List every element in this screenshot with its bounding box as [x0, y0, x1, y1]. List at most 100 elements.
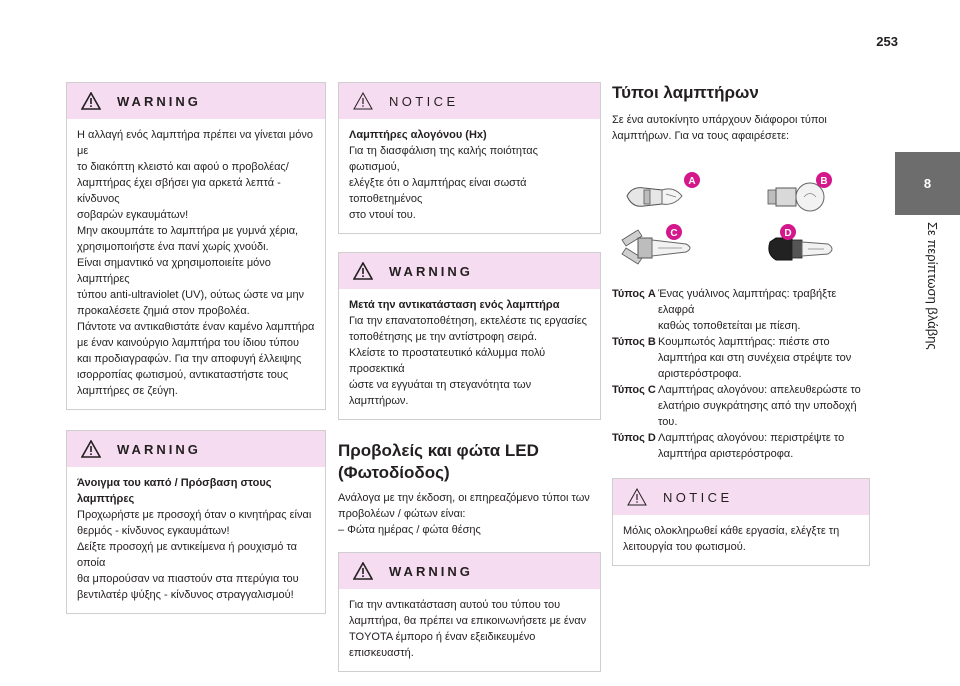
bulb-label-c: C	[670, 228, 677, 239]
line: Κουμπωτός λαμπτήρας: πιέστε στο	[658, 336, 830, 348]
bulb-type-b-image: B	[767, 172, 832, 212]
notice-triangle-icon	[353, 92, 373, 110]
bulb-type-row: Τύπος C Λαμπτήρας αλογόνου: απελευθερώστ…	[612, 382, 870, 430]
line: λαμπτήρα, θα πρέπει να επικοινωνήσετε με…	[349, 615, 587, 627]
warning-header: WARNING	[339, 253, 600, 289]
line: Λαμπτήρας αλογόνου: περιστρέψτε το	[658, 432, 845, 444]
line: λαμπτήρα και στη συνέχεια στρέψτε τον	[658, 352, 852, 364]
line: ισορροπίας φωτισμού, αντικαταστήστε τους	[77, 369, 289, 381]
section-line: προβολέων / φώτων είναι:	[338, 508, 466, 520]
section-heading: Προβολείς και φώτα LED(Φωτοδίοδος)	[338, 440, 601, 484]
notice-box-check-lighting: NOTICE Μόλις ολοκληρωθεί κάθε εργασία, ε…	[612, 478, 870, 566]
line: ελέγξτε ότι ο λαμπτήρας είναι σωστά τοπο…	[349, 177, 527, 205]
warning-triangle-icon	[81, 92, 101, 110]
warning-box-led: WARNING Για την αντικατάσταση αυτού του …	[338, 552, 601, 672]
bulb-label-d: D	[784, 228, 791, 239]
line: Για την επανατοποθέτηση, εκτελέστε τις ε…	[349, 315, 587, 327]
bulb-type-a-image: A	[626, 172, 700, 207]
line: ελατήριο συγκράτησης από την υποδοχή	[658, 400, 857, 412]
warning-header: WARNING	[67, 431, 325, 467]
notice-header: NOTICE	[613, 479, 869, 515]
warning-label: WARNING	[117, 441, 201, 457]
line: τοποθέτησης με την αντίστροφη σειρά.	[349, 331, 538, 343]
notice-triangle-icon	[627, 488, 647, 506]
type-description: Λαμπτήρας αλογόνου: απελευθερώστε το ελα…	[658, 382, 870, 430]
type-label: Τύπος D	[612, 432, 656, 444]
chapter-number: 8	[923, 176, 932, 191]
bulb-label-a: A	[688, 176, 695, 187]
notice-title: Λαμπτήρες αλογόνου (Hx)	[349, 129, 487, 141]
chapter-label: Σε περίπτωση βλάβης	[908, 222, 948, 462]
line: λειτουργία του φωτισμού.	[623, 541, 746, 553]
notice-body: Λαμπτήρες αλογόνου (Hx) Για τη διασφάλισ…	[339, 119, 600, 233]
line: Ένας γυάλινος λαμπτήρας: τραβήξτε ελαφρά	[658, 288, 837, 316]
chapter-tab[interactable]: 8	[895, 152, 960, 215]
line: TOYOTA έμπορο ή έναν εξειδικευμένο επισκ…	[349, 631, 536, 659]
warning-box-bonnet: WARNING Άνοιγμα του καπό / Πρόσβαση στου…	[66, 430, 326, 614]
notice-box-halogen: NOTICE Λαμπτήρες αλογόνου (Hx) Για τη δι…	[338, 82, 601, 234]
warning-label: WARNING	[117, 93, 201, 109]
notice-label: NOTICE	[389, 93, 459, 109]
warning-triangle-icon	[353, 262, 373, 280]
warning-title: Μετά την αντικατάσταση ενός λαμπτήρα	[349, 299, 560, 311]
warning-box-bulb-change: WARNING Η αλλαγή ενός λαμπτήρα πρέπει να…	[66, 82, 326, 410]
type-description: Κουμπωτός λαμπτήρας: πιέστε στο λαμπτήρα…	[658, 334, 870, 382]
line: με έναν καινούργιο λαμπτήρα του ίδιου τύ…	[77, 337, 300, 349]
warning-body: Μετά την αντικατάσταση ενός λαμπτήρα Για…	[339, 289, 600, 419]
bulb-type-row: Τύπος A Ένας γυάλινος λαμπτήρας: τραβήξτ…	[612, 286, 870, 334]
warning-triangle-icon	[353, 562, 373, 580]
line: Για τη διασφάλιση της καλής ποιότητας φω…	[349, 145, 538, 173]
notice-header: NOTICE	[339, 83, 600, 119]
bulb-label-b: B	[820, 176, 827, 187]
warning-label: WARNING	[389, 263, 473, 279]
warning-header: WARNING	[339, 553, 600, 589]
line: του.	[658, 416, 678, 428]
column-1: WARNING Η αλλαγή ενός λαμπτήρα πρέπει να…	[66, 82, 326, 628]
line: Κλείστε το προστατευτικό κάλυμμα πολύ πρ…	[349, 347, 546, 375]
bulb-illustrations: A B C D	[612, 158, 870, 278]
line: λαμπτήρας έχει σβήσει για αρκετά λεπτά -…	[77, 177, 281, 205]
line: Είναι σημαντικό να χρησιμοποιείτε μόνο λ…	[77, 257, 271, 285]
type-label: Τύπος B	[612, 336, 656, 348]
bulb-types-list: Τύπος A Ένας γυάλινος λαμπτήρας: τραβήξτ…	[612, 286, 870, 462]
column-2: NOTICE Λαμπτήρες αλογόνου (Hx) Για τη δι…	[338, 82, 601, 686]
line: θερμός - κίνδυνος εγκαυμάτων!	[77, 525, 230, 537]
intro-line: Σε ένα αυτοκίνητο υπάρχουν διάφοροι τύπο…	[612, 114, 827, 126]
line: θα μπορούσαν να πιαστούν στα πτερύγια το…	[77, 573, 299, 585]
bulb-type-d-image: D	[768, 224, 833, 261]
intro-line: λαμπτήρων. Για να τους αφαιρέσετε:	[612, 130, 790, 142]
line: χρησιμοποιήστε ένα πανί χωρίς χνούδι.	[77, 241, 269, 253]
line: σοβαρών εγκαυμάτων!	[77, 209, 189, 221]
bulb-type-row: Τύπος D Λαμπτήρας αλογόνου: περιστρέψτε …	[612, 430, 870, 462]
led-section: Προβολείς και φώτα LED(Φωτοδίοδος) Ανάλο…	[338, 440, 601, 538]
line: το διακόπτη κλειστό και αφού ο προβολέας…	[77, 161, 289, 173]
warning-body: Άνοιγμα του καπό / Πρόσβαση στους λαμπτή…	[67, 467, 325, 613]
line: Λαμπτήρας αλογόνου: απελευθερώστε το	[658, 384, 861, 396]
line: προκαλέσετε ζημιά στον προβολέα.	[77, 305, 250, 317]
warning-header: WARNING	[67, 83, 325, 119]
line: Για την αντικατάσταση αυτού του τύπου το…	[349, 599, 561, 611]
line: βεντιλατέρ ψύξης - κίνδυνος στραγγαλισμο…	[77, 589, 294, 601]
warning-title: Άνοιγμα του καπό / Πρόσβαση στους	[77, 477, 272, 489]
section-heading: Τύποι λαμπτήρων	[612, 83, 759, 102]
warning-box-after-replacement: WARNING Μετά την αντικατάσταση ενός λαμπ…	[338, 252, 601, 420]
section-line: – Φώτα ημέρας / φώτα θέσης	[338, 524, 481, 536]
notice-label: NOTICE	[663, 489, 733, 505]
line: τύπου anti-ultraviolet (UV), ούτως ώστε …	[77, 289, 305, 301]
bulb-type-row: Τύπος B Κουμπωτός λαμπτήρας: πιέστε στο …	[612, 334, 870, 382]
type-description: Ένας γυάλινος λαμπτήρας: τραβήξτε ελαφρά…	[658, 286, 870, 334]
line: λαμπτήρες σε ζεύγη.	[77, 385, 178, 397]
line: Μόλις ολοκληρωθεί κάθε εργασία, ελέγξτε …	[623, 525, 840, 537]
line: ώστε να εγγυάται τη στεγανότητα των λαμπ…	[349, 379, 532, 407]
line: Δείξτε προσοχή με αντικείμενα ή ρουχισμό…	[77, 541, 298, 569]
column-3: Τύποι λαμπτήρων Σε ένα αυτοκίνητο υπάρχο…	[612, 82, 870, 580]
warning-body: Η αλλαγή ενός λαμπτήρα πρέπει να γίνεται…	[67, 119, 325, 409]
warning-triangle-icon	[81, 440, 101, 458]
bulb-type-c-image: C	[621, 224, 691, 265]
line: καθώς τοποθετείται με πίεση.	[658, 320, 801, 332]
page-number: 253	[876, 34, 898, 49]
line: στο ντουί του.	[349, 209, 416, 221]
line: αριστερόστροφα.	[658, 368, 742, 380]
line: Προχωρήστε με προσοχή όταν ο κινητήρας ε…	[77, 509, 312, 521]
line: Η αλλαγή ενός λαμπτήρα πρέπει να γίνεται…	[77, 129, 313, 157]
